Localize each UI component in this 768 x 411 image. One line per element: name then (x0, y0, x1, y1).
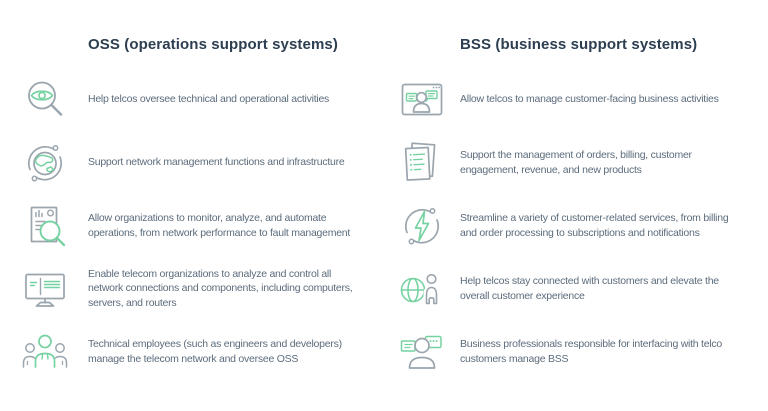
team-icon (21, 328, 69, 376)
row-text: Help telcos stay connected with customer… (460, 275, 719, 302)
row-text: Technical employees (such as engineers a… (88, 338, 342, 365)
bss-rows: Allow telcos to manage customer-facing b… (384, 68, 768, 383)
report-magnifier-icon (21, 202, 69, 250)
oss-rows: Help telcos oversee technical and operat… (0, 68, 384, 383)
magnifier-eye-icon (21, 76, 69, 124)
bss-info-row: Allow telcos to manage customer-facing b… (384, 68, 768, 131)
oss-info-row: Support network management functions and… (0, 131, 384, 194)
row-text: Business professionals responsible for i… (460, 338, 722, 365)
documents-icon (398, 139, 446, 187)
row-text: Allow telcos to manage customer-facing b… (460, 93, 719, 106)
oss-column: OSS (operations support systems) Help te… (0, 36, 384, 383)
bss-info-row: Business professionals responsible for i… (384, 320, 768, 383)
person-chat-icon (398, 328, 446, 376)
bss-info-row: Support the management of orders, billin… (384, 131, 768, 194)
oss-info-row: Allow organizations to monitor, analyze,… (0, 194, 384, 257)
lightning-sync-icon (398, 202, 446, 250)
bss-column: BSS (business support systems) Allow tel… (384, 0, 768, 411)
monitor-icon (21, 265, 69, 313)
row-text: Enable telecom organizations to analyze … (88, 267, 353, 309)
oss-info-row: Enable telecom organizations to analyze … (0, 257, 384, 320)
oss-info-row: Technical employees (such as engineers a… (0, 320, 384, 383)
bss-info-row: Help telcos stay connected with customer… (384, 257, 768, 320)
row-text: Streamline a variety of customer-related… (460, 212, 729, 239)
bss-info-row: Streamline a variety of customer-related… (384, 194, 768, 257)
globe-sync-icon (21, 139, 69, 187)
row-text: Support the management of orders, billin… (460, 149, 692, 176)
row-text: Support network management functions and… (88, 156, 345, 169)
oss-column-title: OSS (operations support systems) (88, 36, 338, 53)
row-text: Allow organizations to monitor, analyze,… (88, 212, 351, 239)
row-text: Help telcos oversee technical and operat… (88, 93, 330, 106)
oss-info-row: Help telcos oversee technical and operat… (0, 68, 384, 131)
globe-person-icon (398, 265, 446, 313)
browser-customer-chat-icon (398, 76, 446, 124)
bss-column-title: BSS (business support systems) (460, 36, 698, 53)
